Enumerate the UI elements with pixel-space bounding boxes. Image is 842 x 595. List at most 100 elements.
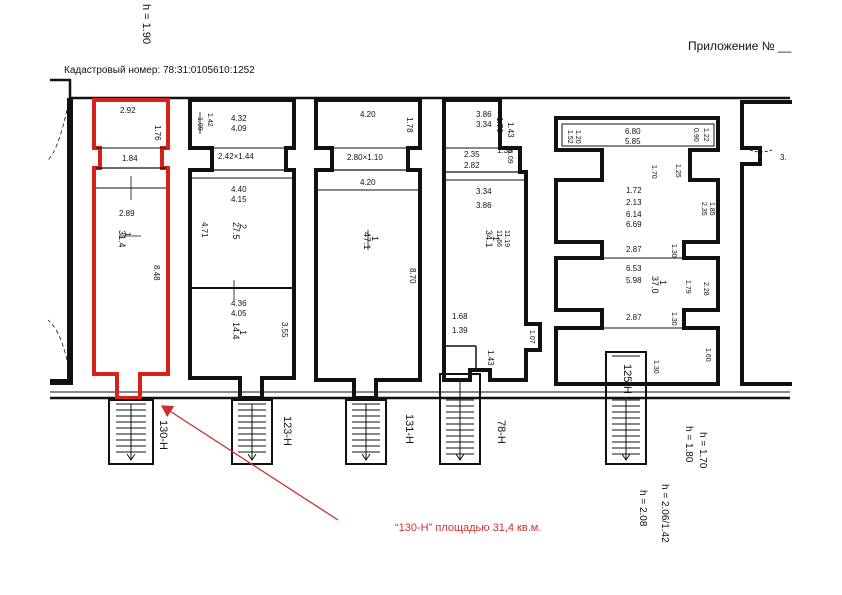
u78-neck-w1: 2.35 (464, 150, 480, 159)
unit-131n[interactable] (314, 98, 422, 400)
u125-r3-h1: 1.79 (684, 280, 691, 294)
u123-r3-area: 14.4 (231, 322, 241, 340)
u125-n2-h: 1.30 (670, 312, 677, 326)
u123-top-w2: 4.09 (231, 124, 247, 133)
u125-r3-h2: 2.28 (702, 282, 709, 296)
u123-stairs (231, 399, 273, 465)
u125-room-no: 1 (658, 280, 668, 285)
u123-r3-w1: 4.36 (231, 299, 247, 308)
u125-r3-w2: 5.98 (626, 276, 642, 285)
u125-label: 125-Н (621, 364, 633, 394)
height-right-c: h = 2.06/1.42 (659, 484, 670, 543)
u130-h: 8.48 (152, 265, 161, 281)
u125-top-l2: 1.20 (574, 130, 581, 144)
unit-edge (740, 100, 792, 386)
u123-r2-area: 27.5 (231, 222, 241, 240)
u125-r2-h1: 1.85 (708, 202, 715, 216)
u78-top-w2: 3.34 (476, 120, 492, 129)
cadastral-number: Кадастровый номер: 78:31:0105610:1252 (64, 65, 255, 76)
u125-top-w1: 6.80 (625, 127, 641, 136)
u78-top-h1: 1.76 (495, 117, 504, 133)
u131-top-h: 1.78 (405, 117, 414, 133)
u125-r2-h2: 2.35 (700, 202, 707, 216)
u78-bot-h: 1.43 (486, 350, 495, 366)
u131-room-no: 1 (370, 236, 380, 241)
unit-caption: “130-Н” площадью 31,4 кв.м. (395, 522, 542, 534)
u123-r2-w2: 4.15 (231, 195, 247, 204)
u130-room-no: 1 (123, 232, 132, 237)
u78-neck-w2: 2.82 (464, 161, 480, 170)
u78-w1: 3.34 (476, 187, 492, 196)
u130-neck: 1.84 (122, 154, 138, 163)
u130-w: 2.89 (119, 209, 135, 218)
u131-passage: 2.80×1.10 (347, 153, 383, 162)
u78-stairs (439, 373, 481, 465)
building-outline (47, 78, 790, 400)
u125-r2-w3: 6.14 (626, 210, 642, 219)
u78-neck-h1: 1.09 (506, 150, 513, 164)
u78-room-no: 1 (491, 236, 501, 241)
u125-r3-w1: 6.53 (626, 264, 642, 273)
u123-r2-no: 2 (238, 224, 248, 229)
u131-label: 131-Н (403, 414, 415, 444)
u131-h: 8.70 (408, 268, 417, 284)
u78-bot-w2: 1.39 (452, 326, 468, 335)
u125-r2-w4: 6.69 (626, 220, 642, 229)
u78-side: 1.07 (528, 330, 535, 344)
u125-n1-w: 2.87 (626, 245, 642, 254)
u78-bot-w1: 1.68 (452, 312, 468, 321)
u123-passage: 2.42×1.44 (218, 152, 254, 161)
height-top: h = 1.90 (140, 4, 152, 44)
u125-c-w1: 1.70 (650, 165, 657, 179)
u123-r3-no: 1 (238, 330, 248, 335)
height-right-b: h = 1.80 (683, 426, 694, 463)
u123-r2-h: 4.71 (200, 222, 209, 238)
u131-stairs (345, 399, 387, 465)
appendix-label: Приложение № __ (688, 39, 792, 53)
u125-bot-h1: 1.60 (704, 348, 711, 362)
u78-top-w1: 3.86 (476, 110, 492, 119)
unit-125n[interactable] (554, 116, 720, 386)
u78-h1: 11.19 (503, 230, 510, 247)
u123-top-w1: 4.32 (231, 114, 247, 123)
u125-room-area: 37.0 (650, 276, 660, 294)
u125-stairs (605, 351, 647, 465)
u125-n1-h: 1.30 (670, 244, 677, 258)
u125-r2-w2: 2.13 (626, 198, 642, 207)
u78-h2: 11.66 (495, 230, 502, 247)
u78-top-h2: 1.43 (506, 122, 515, 138)
u125-top-w2: 5.85 (625, 137, 641, 146)
u125-bot-h2: 1.30 (652, 360, 659, 374)
u123-r3-w2: 4.05 (231, 309, 247, 318)
u125-top-l1: 1.52 (566, 130, 573, 144)
u123-r2-w1: 4.40 (231, 185, 247, 194)
u78-label: 78-Н (495, 420, 507, 444)
u123-label: 123-Н (281, 416, 293, 446)
u130-top-w: 2.92 (120, 106, 136, 115)
pointer-arrow (160, 405, 339, 521)
u125-c-h: 1.25 (674, 164, 681, 178)
height-right-a: h = 1.70 (697, 432, 708, 469)
u130-area: 31.4 (117, 230, 127, 248)
u123-r3-h: 3.55 (280, 322, 289, 338)
u131-area: 47.1 (362, 232, 372, 250)
u130-top-h: 1.76 (153, 125, 162, 141)
u78-neck-h2: 1.39 (497, 146, 513, 155)
u125-top-h2: 0.90 (692, 128, 699, 142)
unit-edge-label: 3. (780, 153, 787, 162)
u123-top-h2: 1.09 (196, 117, 203, 131)
u123-top-h1: 1.42 (206, 113, 213, 127)
u131-top-w: 4.20 (360, 110, 376, 119)
u78-area: 34.1 (484, 230, 494, 248)
height-right-d: h = 2.08 (637, 490, 648, 527)
unit-123n[interactable] (188, 98, 296, 400)
u125-top-h1: 1.22 (702, 128, 709, 142)
u131-w: 4.20 (360, 178, 376, 187)
u130-label: 130-Н (157, 420, 169, 450)
u125-r2-w1: 1.72 (626, 186, 642, 195)
u125-n2-w: 2.87 (626, 313, 642, 322)
u130-stairs (108, 399, 154, 465)
u78-w2: 3.86 (476, 201, 492, 210)
unit-130n[interactable]: 2.92 1.76 1.84 2.89 1 31.4 8.48 130-Н (92, 98, 170, 465)
